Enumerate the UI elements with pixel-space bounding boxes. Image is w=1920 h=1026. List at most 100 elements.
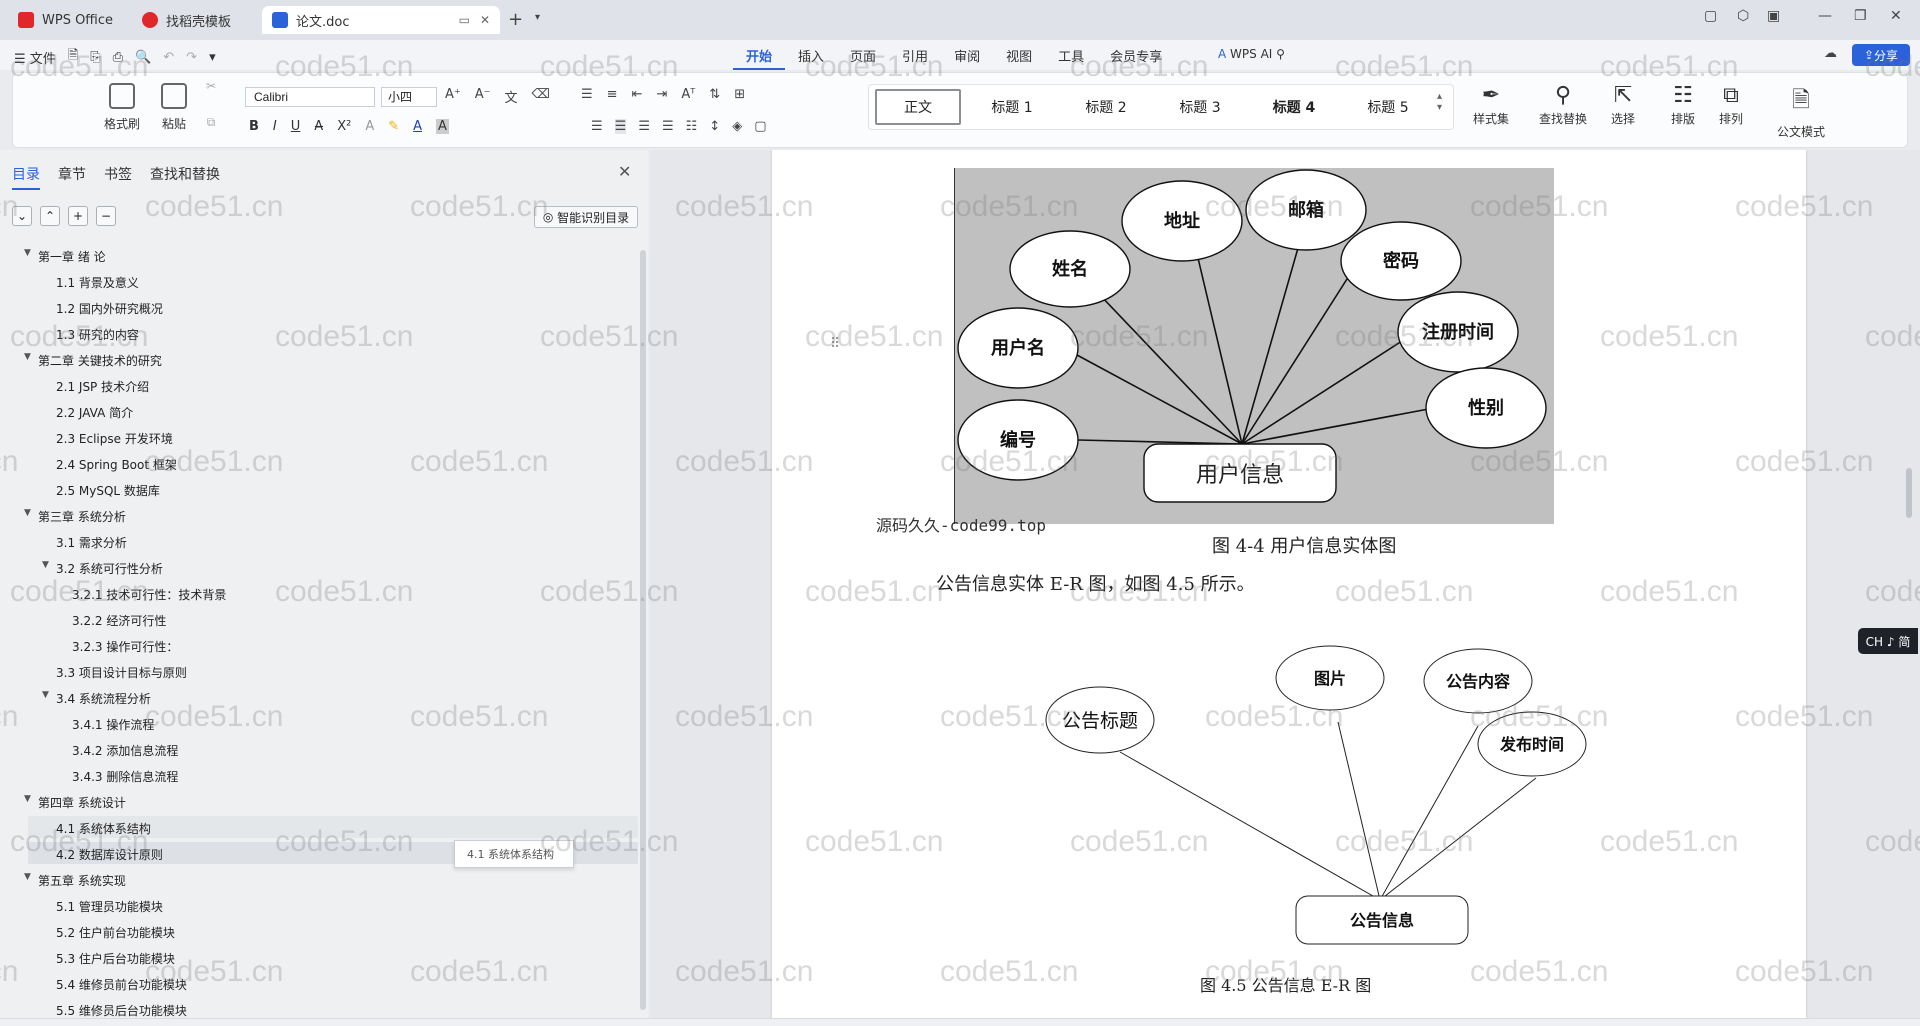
text-effect-icon[interactable]: A [365,119,375,134]
expand-icon[interactable]: ⌃ [40,206,60,226]
file-menu[interactable]: ☰ 文件 [14,51,56,67]
nav-tab-find-replace[interactable]: 查找和替换 [150,167,220,183]
nav-tab-toc[interactable]: 目录 [12,164,40,190]
tab-restore-icon[interactable]: ▭ [458,13,470,27]
toc-item[interactable]: 2.2 JAVA 简介 [56,404,133,421]
toc-item[interactable]: ▼第三章 系统分析 [24,508,126,525]
toc-item[interactable]: 2.1 JSP 技术介绍 [56,378,149,395]
tab-close-icon[interactable]: ✕ [479,13,490,27]
phonetic-icon[interactable]: 文 [504,91,518,106]
toc-item[interactable]: 4.1 系统体系结构 [56,820,151,837]
cloud-upload-icon[interactable]: ☁ [1824,46,1837,61]
add-heading-icon[interactable]: + [68,206,88,226]
justify-icon[interactable]: ☰ [661,119,674,134]
minimize-icon[interactable]: — [1818,8,1832,24]
tab-tools[interactable]: 工具 [1058,50,1085,65]
decrease-indent-icon[interactable]: ⇤ [631,87,643,102]
line-spacing-icon[interactable]: ↕ [709,119,721,134]
toc-item[interactable]: 5.3 住户后台功能模块 [56,950,175,967]
style-set-button[interactable]: ✒ 样式集 [1461,83,1521,127]
distributed-icon[interactable]: ☷ [685,119,698,134]
tab-page[interactable]: 页面 [850,50,877,65]
toc-expand-icon[interactable]: ▼ [42,560,49,570]
style-heading-3[interactable]: 标题 3 [1179,100,1221,116]
style-gallery-scroll-icon[interactable]: ▴▾ [1437,91,1443,113]
clear-format-icon[interactable]: ⌫ [531,87,550,102]
style-heading-5[interactable]: 标题 5 [1367,100,1409,116]
style-heading-2[interactable]: 标题 2 [1085,100,1127,116]
maximize-icon[interactable]: ❐ [1854,8,1867,24]
print-preview-icon[interactable]: 🔍 [135,49,152,65]
tab-view[interactable]: 视图 [1006,50,1033,65]
tab-template[interactable]: 找稻壳模板 [132,6,256,34]
tab-references[interactable]: 引用 [902,50,929,65]
toc-item[interactable]: ▼第二章 关键技术的研究 [24,352,162,369]
toc-item[interactable]: 5.2 住户前台功能模块 [56,924,175,941]
toc-expand-icon[interactable]: ▼ [24,352,31,362]
shading-icon[interactable]: ◈ [732,119,743,134]
document-page[interactable]: ⠿ [772,150,1806,1020]
strikethrough-icon[interactable]: A̶ [314,119,324,134]
toc-item[interactable]: 2.4 Spring Boot 框架 [56,456,177,473]
grow-font-icon[interactable]: A⁺ [445,87,461,102]
more-quick-icon[interactable]: ▾ [209,49,216,65]
toc-item[interactable]: ▼3.2 系统可行性分析 [42,560,163,577]
toc-item[interactable]: ▼第五章 系统实现 [24,872,126,889]
toc-item[interactable]: 4.2 数据库设计原则 [56,846,163,863]
font-color-icon[interactable]: A [413,119,423,134]
underline-icon[interactable]: U [290,119,301,134]
tab-wps-office[interactable]: WPS Office [8,6,124,34]
numbered-list-icon[interactable]: ≡ [606,87,618,102]
paste-button[interactable]: 粘贴 [149,83,199,132]
layout-button[interactable]: ☷ 排版 [1661,83,1705,127]
style-heading-1[interactable]: 标题 1 [991,100,1033,116]
toc-item[interactable]: 3.2.3 操作可行性： [72,638,178,655]
copy-icon[interactable]: ⧉ [206,115,216,129]
toc-expand-icon[interactable]: ▼ [42,690,49,700]
toc-item[interactable]: 3.2.1 技术可行性：技术背景 [72,586,226,603]
toc-item[interactable]: 3.3 项目设计目标与原则 [56,664,187,681]
italic-icon[interactable]: I [272,119,277,134]
new-tab-dropdown-icon[interactable]: ▾ [535,12,541,23]
export-pdf-icon[interactable]: ⎘ [90,49,101,65]
toc-item[interactable]: ▼第四章 系统设计 [24,794,126,811]
toc-item[interactable]: ▼第一章 绪 论 [24,248,106,265]
align-right-icon[interactable]: ☰ [638,119,650,134]
tab-review[interactable]: 审阅 [954,50,981,65]
increase-indent-icon[interactable]: ⇥ [656,87,668,102]
document-scrollbar[interactable] [1906,468,1912,518]
toc-item[interactable]: 3.4.1 操作流程 [72,716,154,733]
close-window-icon[interactable]: ✕ [1890,8,1902,24]
arrange-button[interactable]: ⧉ 排列 [1709,83,1753,127]
nav-close-icon[interactable]: ✕ [618,162,632,181]
tab-member[interactable]: 会员专享 [1110,50,1163,65]
nav-tab-chapters[interactable]: 章节 [58,167,86,183]
toc-item[interactable]: 2.3 Eclipse 开发环境 [56,430,173,447]
remove-heading-icon[interactable]: − [96,206,116,226]
sort-icon[interactable]: ⇅ [709,87,721,102]
font-name-select[interactable]: Calibri [245,87,375,107]
collapse-icon[interactable]: ⌄ [12,206,32,226]
tab-stops-icon[interactable]: ⊞ [734,87,746,102]
style-heading-4[interactable]: 标题 4 [1272,100,1316,116]
new-tab-icon[interactable]: + [508,9,524,30]
border-icon[interactable]: ▢ [754,119,767,134]
cut-icon[interactable]: ✂ [205,79,217,93]
toc-item[interactable]: 2.5 MySQL 数据库 [56,482,160,499]
toc-item[interactable]: 1.2 国内外研究概况 [56,300,163,317]
style-normal[interactable]: 正文 [875,89,961,125]
redo-icon[interactable]: ↷ [186,49,198,65]
toc-item[interactable]: 3.4.3 删除信息流程 [72,768,178,785]
toc-item[interactable]: 5.4 维修员前台功能模块 [56,976,187,993]
search-icon[interactable]: ⚲ [1276,47,1285,61]
toc-item[interactable]: 1.1 背景及意义 [56,274,139,291]
select-button[interactable]: ⇱ 选择 [1601,83,1645,127]
find-replace-button[interactable]: ⚲ 查找替换 [1531,83,1595,127]
smart-toc-button[interactable]: ◎ 智能识别目录 [534,206,638,228]
doc-mode-button[interactable]: 🗎 公文模式 [1769,83,1833,140]
drag-handle-icon[interactable]: ⠿ [830,336,841,352]
toc-item[interactable]: 3.4.2 添加信息流程 [72,742,178,759]
highlight-icon[interactable]: ✎ [388,119,400,134]
char-shading-icon[interactable]: A [436,119,449,134]
nav-scrollbar[interactable] [640,250,646,1010]
